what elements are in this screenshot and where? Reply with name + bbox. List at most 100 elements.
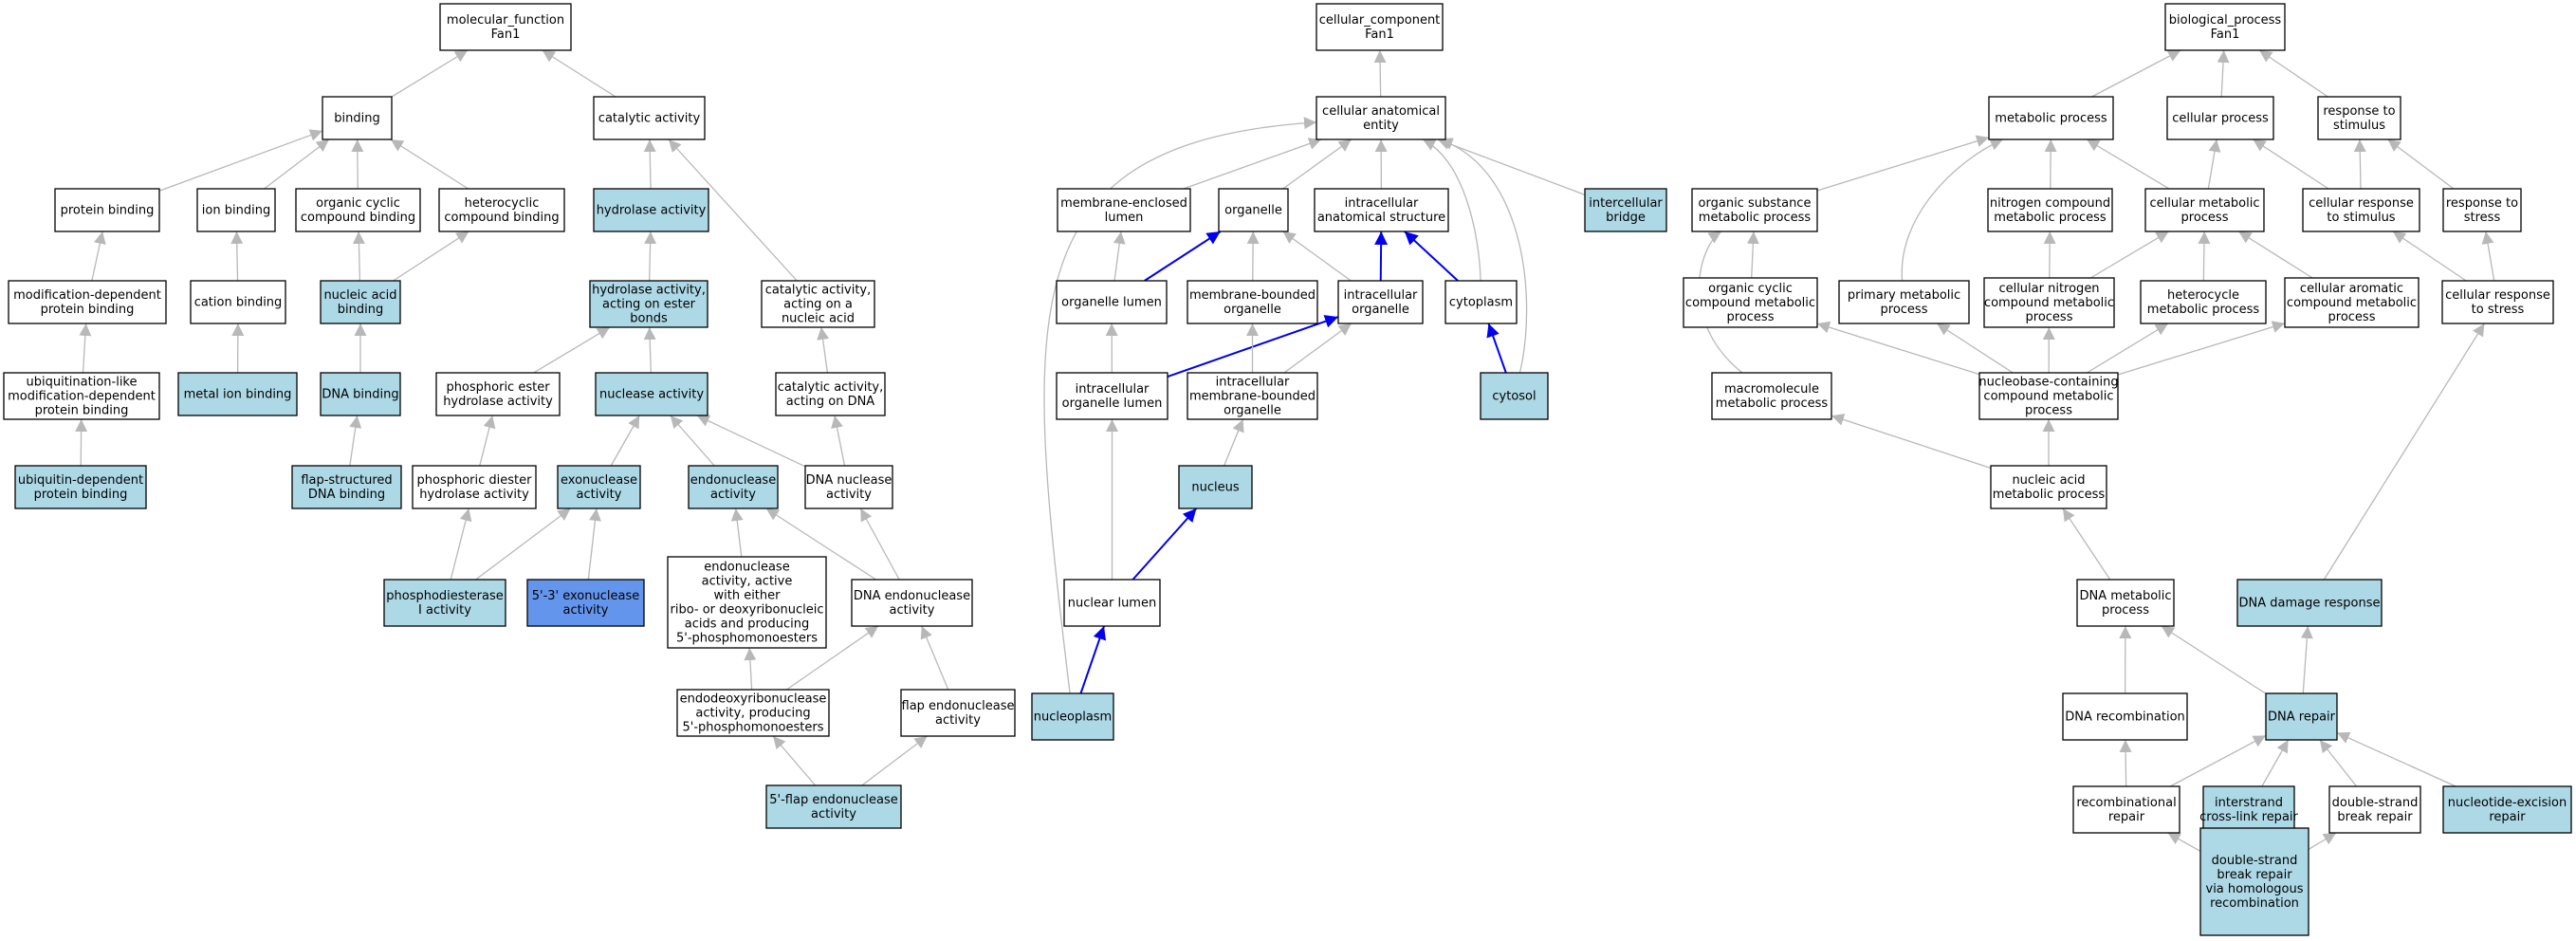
edge-memlumen-to-cae xyxy=(1183,138,1322,190)
node-label-line: with either xyxy=(713,589,781,603)
edge-exo53-to-exonuc xyxy=(587,507,601,581)
edge-dnarepair-to-dnadamage xyxy=(2300,625,2313,694)
edge-phosest-to-hydester xyxy=(533,326,611,374)
node-protbind[interactable]: protein binding xyxy=(54,188,160,232)
node-nuclease[interactable]: nuclease activity xyxy=(595,372,708,416)
node-label-line: hydrolase activity xyxy=(443,395,553,409)
node-cytoplasm[interactable]: cytoplasm xyxy=(1444,280,1518,324)
node-organelle[interactable]: organelle xyxy=(1218,188,1289,232)
node-metproc[interactable]: metabolic process xyxy=(1988,96,2114,140)
node-label-line: compound metabolic xyxy=(2287,296,2417,310)
node-cellproc[interactable]: cellular process xyxy=(2166,96,2274,140)
node-dnabind[interactable]: DNA binding xyxy=(320,372,401,416)
node-label-line: metabolic process xyxy=(1994,211,2107,225)
node-box xyxy=(2284,277,2420,328)
node-dnarecomb[interactable]: DNA recombination xyxy=(2062,692,2188,741)
node-binding[interactable]: binding xyxy=(322,96,393,140)
node-cytosol[interactable]: cytosol xyxy=(1480,372,1549,420)
node-orglumen[interactable]: organelle lumen xyxy=(1056,280,1168,324)
node-box xyxy=(2140,280,2267,324)
node-box xyxy=(1987,188,2113,232)
node-cation[interactable]: cation binding xyxy=(190,280,286,324)
node-nucleus[interactable]: nucleus xyxy=(1178,465,1253,509)
node-nuclumen[interactable]: nuclear lumen xyxy=(1063,579,1161,627)
node-label-line: ubiquitin-dependent xyxy=(18,473,143,488)
node-nucleoplasm[interactable]: nucleoplasm xyxy=(1031,692,1114,741)
node-box xyxy=(2265,692,2338,741)
node-metalion[interactable]: metal ion binding xyxy=(177,372,298,416)
node-catalytic[interactable]: catalytic activity xyxy=(593,96,706,140)
node-label-line: recombinational xyxy=(2076,796,2176,810)
edge-pde1-to-phosdi xyxy=(450,507,472,581)
node-box xyxy=(1178,465,1253,509)
node-box xyxy=(2076,579,2175,627)
node-label-line: nucleus xyxy=(1191,481,1239,495)
node-label-line: acting on DNA xyxy=(786,395,875,409)
node-label-line: DNA binding xyxy=(322,388,398,402)
node-ionbind[interactable]: ion binding xyxy=(196,188,276,232)
node-label-line: organelle xyxy=(1224,303,1281,317)
node-ubilike[interactable]: ubiquitination-likemodification-dependen… xyxy=(3,372,160,420)
node-label-line: cellular_component xyxy=(1319,13,1441,28)
node-dnadamage[interactable]: DNA damage response xyxy=(2236,579,2383,627)
node-label-line: biological_process xyxy=(2169,13,2282,28)
node-label-line: 5'-phosphomonoesters xyxy=(676,632,818,646)
node-catdna[interactable]: catalytic activity,acting on DNA xyxy=(775,372,886,416)
edge-recombrepair-to-dnarecomb xyxy=(2119,739,2132,787)
node-dnarepair[interactable]: DNA repair xyxy=(2265,692,2338,741)
node-hydrolase[interactable]: hydrolase activity xyxy=(593,188,709,232)
